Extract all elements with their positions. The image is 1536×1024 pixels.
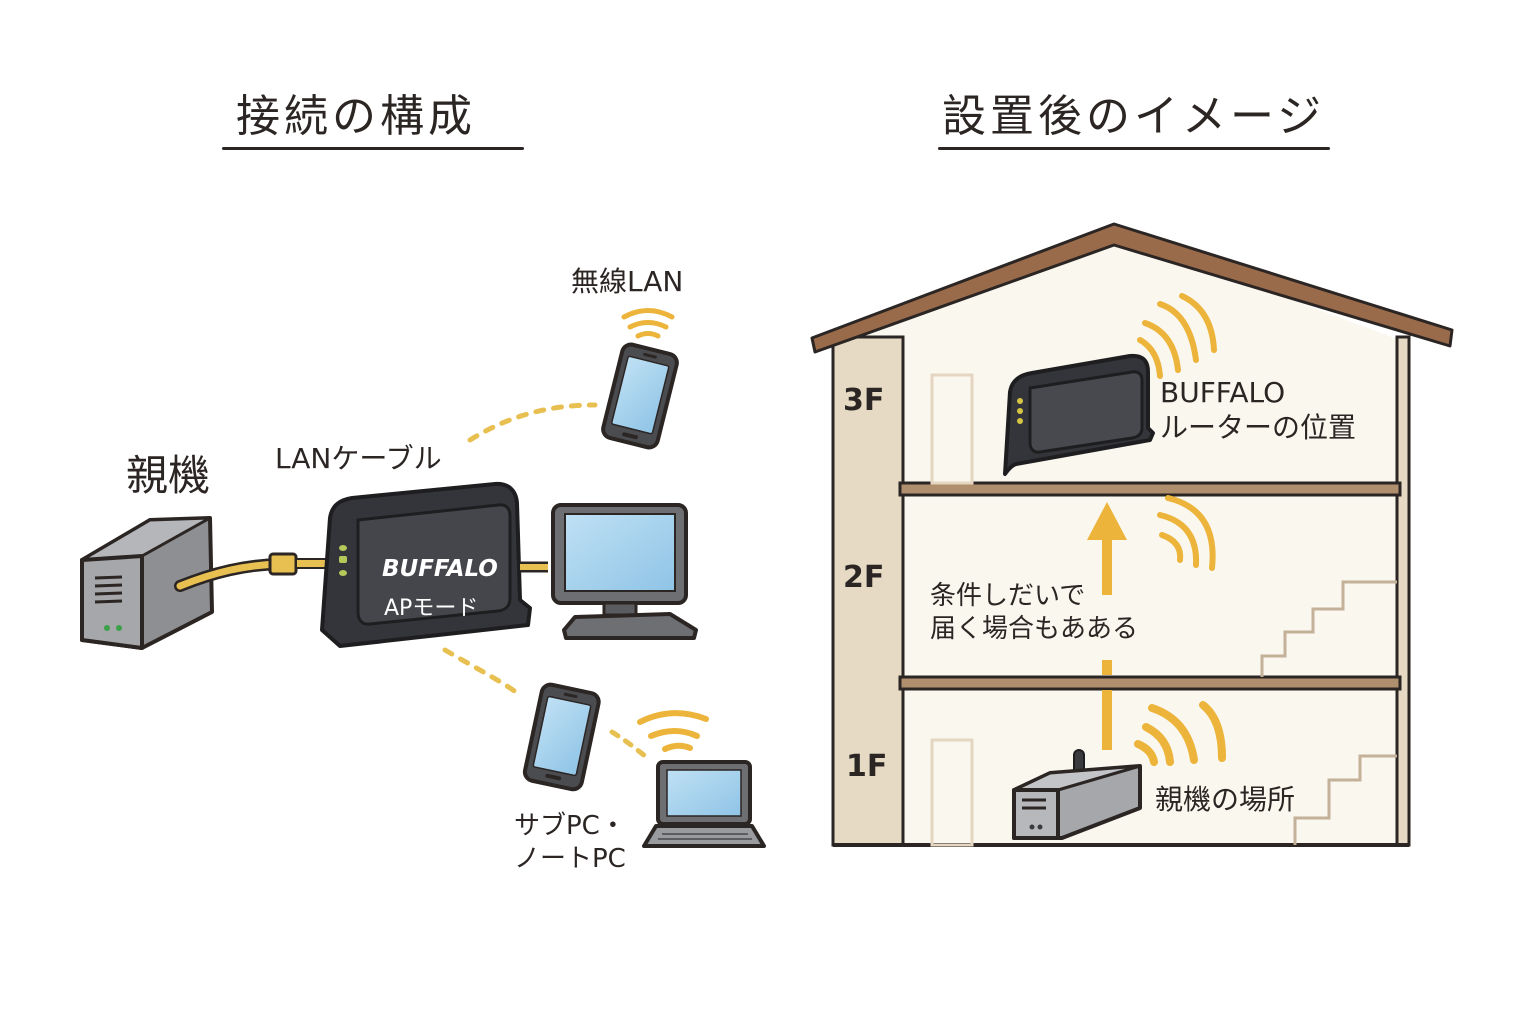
stairs-icon [1260,580,1397,677]
parent-router-icon [80,516,214,650]
door-1f [930,738,974,847]
floor-label-1f: 1F [846,749,888,784]
desktop-pc-icon [551,503,698,640]
reach-note-label: 条件しだいで 届く場合もあある [930,581,1139,644]
stairs-icon [1293,754,1397,845]
house-icon [810,222,1454,847]
floor-label-3f: 3F [843,383,885,418]
router-brand-label: BUFFALO [382,556,498,582]
sub-devices-label: サブPC・ ノートPC [514,811,626,874]
left-panel-title: 接続の構成 [236,91,476,142]
wireless-link-top [467,402,598,443]
smartphone-icon [522,682,601,792]
parent-device-label: 親機 [126,451,211,500]
door-3f [930,373,974,485]
wifi-signal-icon [1134,701,1226,766]
laptop-icon [642,760,766,848]
parent-router-icon [1012,749,1142,840]
wifi-signal-icon [1137,293,1217,379]
wifi-signal-icon [1157,495,1216,571]
up-arrow-icon [1087,502,1127,750]
smartphone-icon [601,342,679,450]
lan-cable-label: LANケーブル [275,442,442,475]
right-panel-title: 設置後のイメージ [942,91,1326,142]
buffalo-router-icon [1003,353,1155,476]
router-mode-label: APモード [384,596,479,621]
wifi-signal-icon [621,308,675,339]
right-title-underline [938,147,1330,150]
wireless-link-bottom [442,647,523,698]
wireless-lan-label: 無線LAN [571,265,684,298]
router-location-label: BUFFALO ルーターの位置 [1160,376,1357,444]
parent-location-label: 親機の場所 [1155,783,1296,816]
wireless-link-laptop [609,729,648,759]
floor-label-2f: 2F [843,560,885,595]
left-title-underline [222,147,524,150]
lan-cable-icon [174,552,327,592]
buffalo-router-icon [320,481,532,648]
wifi-signal-icon [637,710,709,752]
